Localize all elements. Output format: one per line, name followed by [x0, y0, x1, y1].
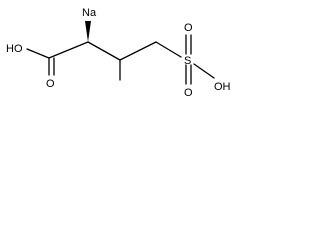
carbonyl-oxygen-label: O: [46, 78, 55, 90]
bond-alpha-carbon-to-beta-carbon: [87, 41, 121, 61]
sulfonic-hydroxyl-label: OH: [214, 81, 231, 93]
atom-label-layer: Na HO O S O O OH: [6, 7, 231, 99]
sulfonyl-oxygen-top-label: O: [184, 22, 193, 34]
bond-carboxyl-carbon-to-alpha-carbon: [48, 41, 89, 59]
carboxyl-hydroxyl-label: HO: [6, 43, 23, 55]
sulfur-label: S: [184, 55, 191, 67]
sulfonyl-oxygen-bottom-label: O: [184, 87, 193, 99]
wedge-bond-alpha-carbon-to-sodium: [85, 21, 91, 42]
bond-beta-carbon-to-methylene: [119, 41, 157, 61]
bond-ho-to-carboxyl-carbon: [26, 48, 50, 59]
molecule-structure: Na HO O S O O OH: [6, 7, 231, 99]
bond-methylene-to-sulfur: [155, 41, 182, 58]
bond-sulfur-to-hydroxyl: [193, 63, 215, 79]
sodium-label: Na: [82, 7, 97, 19]
bond-layer: [26, 21, 215, 85]
